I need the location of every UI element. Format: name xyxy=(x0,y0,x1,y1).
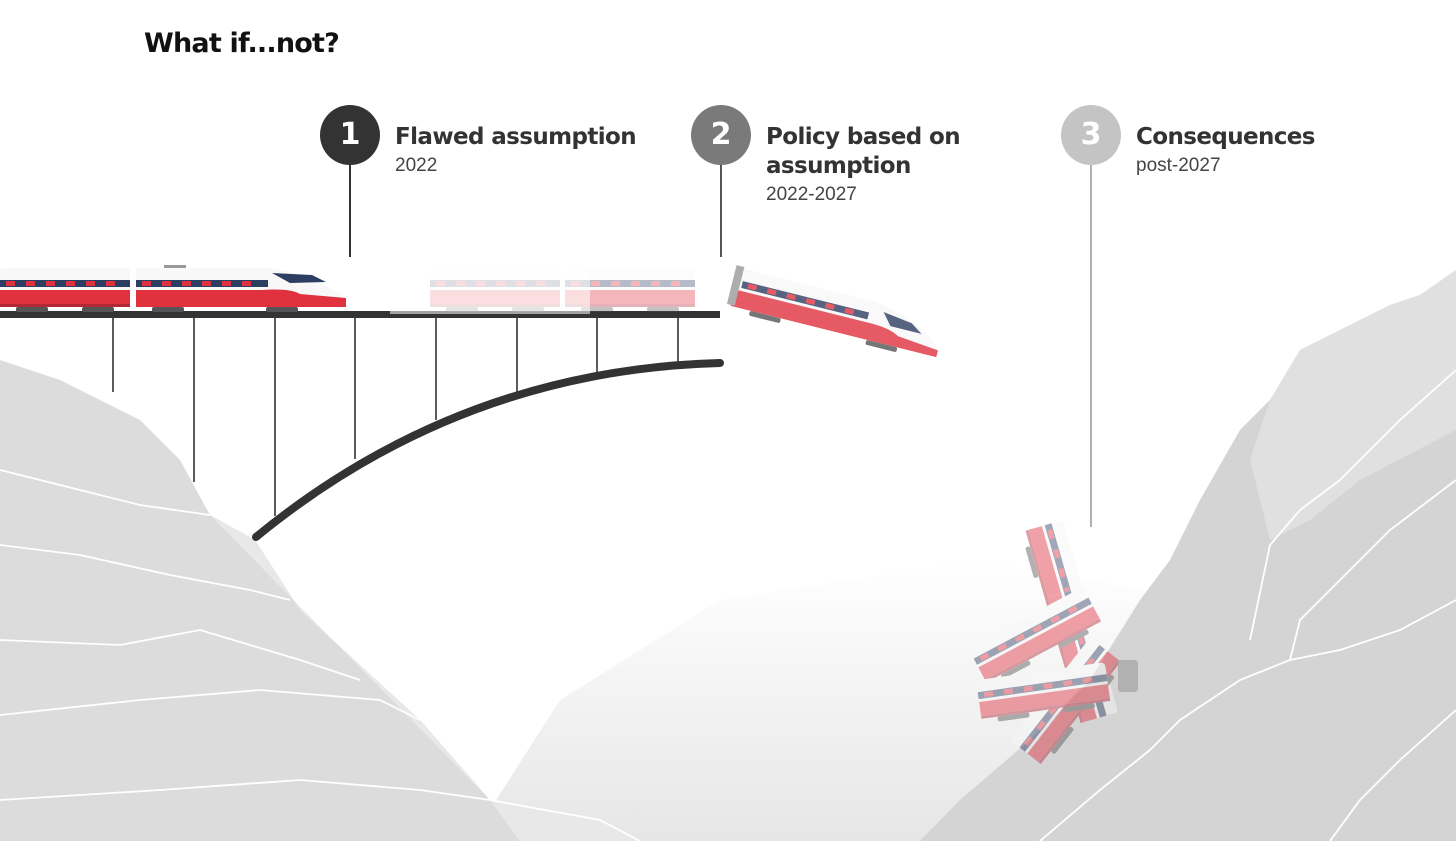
step-number: 2 xyxy=(710,117,732,152)
right-cliff xyxy=(920,270,1456,841)
step-heading: Policy based on assumption xyxy=(766,124,961,179)
step-heading: Flawed assumption xyxy=(395,124,637,150)
falling-train xyxy=(726,265,938,358)
step-number: 1 xyxy=(339,117,361,152)
step-number: 3 xyxy=(1080,117,1102,152)
step-heading: Consequences xyxy=(1136,124,1315,150)
step-number-badge: 1 xyxy=(320,105,380,165)
step-connector-line xyxy=(1090,165,1092,527)
step-connector-line xyxy=(349,165,351,257)
step-connector-line xyxy=(720,165,722,257)
crashed-train xyxy=(968,520,1138,768)
step-period: 2022-2027 xyxy=(766,184,857,205)
step-number-badge: 3 xyxy=(1061,105,1121,165)
step-period: 2022 xyxy=(395,155,438,176)
train xyxy=(0,265,347,312)
step-period: post-2027 xyxy=(1136,155,1221,176)
left-cliff xyxy=(0,360,641,841)
page-title: What if...not? xyxy=(144,28,340,59)
step-number-badge: 2 xyxy=(691,105,751,165)
bridge xyxy=(0,311,724,541)
